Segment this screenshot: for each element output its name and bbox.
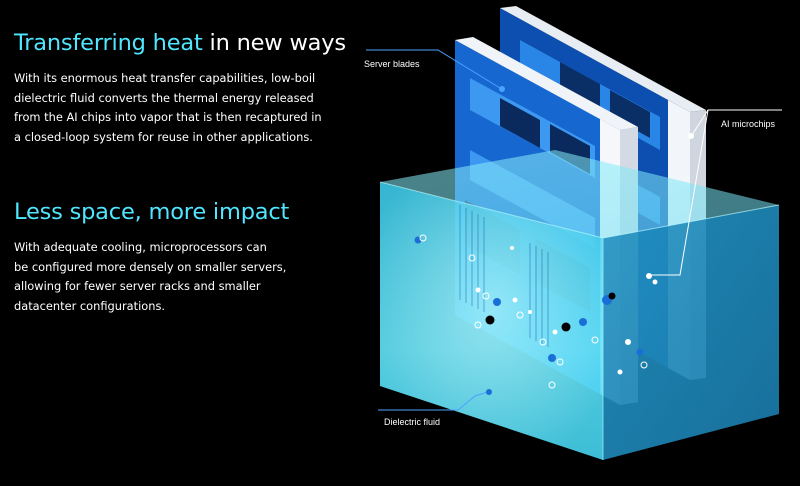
bubble [556,358,564,366]
bubble [625,339,631,345]
blade-front-chip [500,98,540,148]
callout-dot [646,273,652,279]
bubble [510,246,514,250]
section-2-body-line: be configured more densely on smaller se… [14,259,287,274]
vapor-bubbles [414,234,658,389]
blade-back-top-edge [500,6,706,112]
section-1-body-line: With its enormous heat transfer capabili… [14,71,316,85]
tank-edge [602,204,780,239]
bubble [512,297,518,303]
callout-line [650,109,709,276]
bubble [548,381,556,389]
bubble [608,292,616,300]
bubble [482,292,490,300]
bubble [474,321,482,329]
bubble [516,311,524,319]
section-1-heading-accent: Transferring heat [14,30,203,56]
bubble [493,298,501,306]
section-1-body-line: a closed-loop system for reuse in other … [14,129,313,144]
submerged-fins [459,205,549,347]
bubble [561,322,571,332]
fluid-surface [380,150,779,238]
bubble [548,354,556,362]
callout-server-blades: Server blades [364,49,505,92]
tank-edge [379,181,604,239]
bubble [539,338,547,346]
bubble [579,318,587,326]
dielectric-fluid-tank [379,150,780,460]
bubble [640,361,648,369]
callout-ai-microchips: AI microchips [646,109,782,279]
callout-dot [499,86,505,92]
section-1-body-line: dielectric fluid converts the thermal en… [14,90,314,105]
section-2-body-line: datacenter configurations. [14,298,166,313]
section-2-body-line: allowing for fewer server racks and smal… [14,279,261,293]
bubble [652,279,658,285]
section-2-heading: Less space, more impact [14,199,334,226]
bubble [528,310,532,314]
bubble [468,254,476,262]
section-2-body-line: With adequate cooling, microprocessors c… [14,240,267,254]
section-1-body-line: from the AI chips into vapor that is the… [14,110,322,124]
text-column: Transferring heat in new ways With its e… [14,30,346,316]
bubble [419,234,427,242]
callout-dot [486,389,492,395]
bubble [636,348,644,356]
section-1-heading-rest: in new ways [202,30,347,56]
blade-back-chip [560,62,600,110]
section-2-heading-accent: Less space, more impact [14,199,290,225]
callout-label-ai-microchips: AI microchips [721,119,776,129]
blade-back-chip [610,90,650,138]
callout-label-dielectric-fluid: Dielectric fluid [384,417,440,427]
callout-dot [688,133,694,139]
callout-line [378,391,489,411]
section-1-body: With its enormous heat transfer capabili… [14,69,334,147]
section-1-heading: Transferring heat in new ways [14,30,346,57]
bubble [552,329,558,335]
section-2-body: With adequate cooling, microprocessors c… [14,238,334,316]
blade-front-top-edge [455,37,638,130]
bubble [617,369,623,375]
bubble [591,336,599,344]
bubble [485,315,495,325]
callout-dielectric-fluid: Dielectric fluid [378,389,492,427]
callout-line [366,49,501,89]
bubble [475,287,481,293]
callout-label-server-blades: Server blades [364,59,420,69]
fluid-right-face [603,205,779,460]
